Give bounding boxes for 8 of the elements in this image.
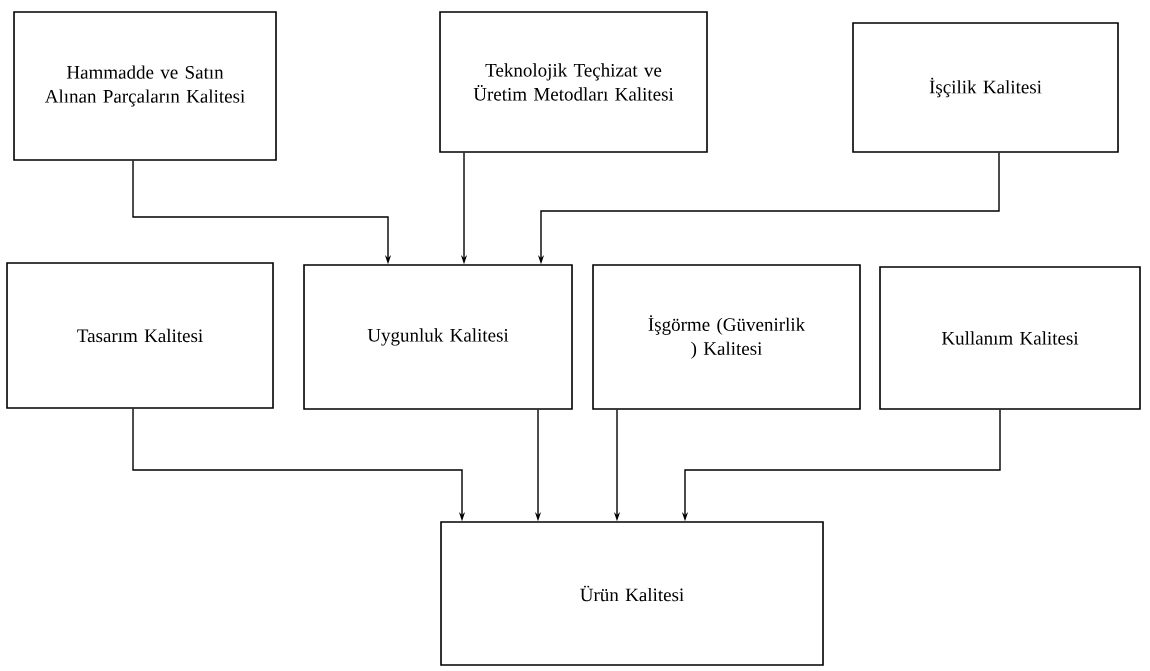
process-box: Tasarım Kalitesi bbox=[6, 262, 274, 409]
process-box: Uygunluk Kalitesi bbox=[303, 264, 573, 410]
process-box: Hammadde ve Satın Alınan Parçaların Kalitesi bbox=[13, 11, 277, 161]
process-box: Kullanım Kalitesi bbox=[879, 266, 1141, 410]
process-box: İşçilik Kalitesi bbox=[852, 22, 1119, 153]
process-box: Ürün Kalitesi bbox=[440, 521, 824, 666]
process-box: İşgörme (Güvenirlik ) Kalitesi bbox=[592, 264, 861, 410]
process-box: Teknolojik Teçhizat ve Üretim Metodları Kalitesi bbox=[439, 11, 708, 153]
